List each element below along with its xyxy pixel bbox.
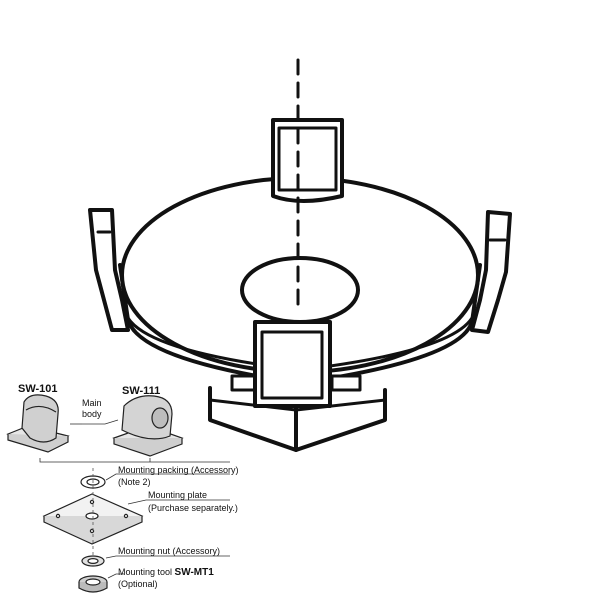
- label-sw101: SW-101: [18, 383, 58, 395]
- label-sw111: SW-111: [122, 385, 160, 397]
- main-body-leaders: [39, 419, 230, 463]
- label-tool-line2: (Optional): [118, 579, 158, 589]
- right-clip: [470, 210, 512, 334]
- center-hole: [240, 256, 360, 324]
- label-tool-line1: Mounting tool SW-MT1: [118, 567, 214, 578]
- top-lug: [271, 118, 344, 203]
- front-lug: [253, 320, 332, 408]
- top-lug-inner: [277, 126, 338, 192]
- label-nut: Mounting nut (Accessory): [118, 546, 220, 556]
- sw111-drawing: [112, 395, 184, 457]
- plate-leader: [127, 499, 230, 505]
- label-packing-line1: Mounting packing (Accessory): [118, 465, 239, 475]
- mounting-tool: [78, 575, 108, 593]
- inset-diagram: SW-101 SW-111 Main body Mounting packing…: [6, 383, 239, 593]
- ring-tab-right: [330, 374, 362, 392]
- tool-leader: [107, 573, 124, 579]
- label-tool-code: SW-MT1: [175, 567, 215, 578]
- left-clip: [88, 208, 130, 332]
- sw101-drawing: [6, 394, 70, 453]
- label-plate-line2: (Purchase separately.): [148, 503, 238, 513]
- label-plate-line1: Mounting plate: [148, 490, 207, 500]
- front-lug-inner: [260, 330, 324, 400]
- ring-bottom-edge: [208, 398, 387, 412]
- sw101-body: [21, 394, 59, 443]
- label-main-body-line1: Main: [82, 398, 102, 408]
- label-packing-line2: (Note 2): [118, 477, 151, 487]
- nut-leader: [105, 555, 230, 559]
- packing-leader: [105, 473, 230, 481]
- mounting-nut: [81, 555, 105, 567]
- mounting-ring-drawing: [88, 58, 512, 452]
- label-main-body-line2: body: [82, 409, 102, 419]
- label-tool-prefix: Mounting tool: [118, 567, 175, 577]
